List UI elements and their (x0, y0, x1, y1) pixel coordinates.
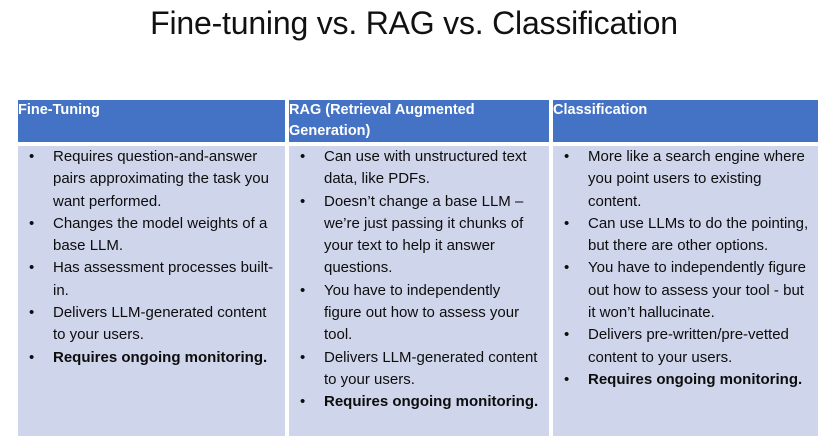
bullet-list-classification: • More like a search engine where you po… (553, 146, 818, 391)
list-item: • Requires ongoing monitoring. (18, 347, 285, 369)
bullet-dot-icon: • (29, 214, 35, 232)
list-item-text: Delivers LLM-generated content to your u… (324, 348, 538, 388)
list-item-text: Requires question-and-answer pairs appro… (53, 148, 269, 210)
table-header-row: Fine-Tuning RAG (Retrieval Augmented Gen… (18, 100, 818, 142)
bullet-dot-icon: • (300, 393, 306, 411)
bullet-list-fine-tuning: • Requires question-and-answer pairs app… (18, 146, 285, 369)
column-body-fine-tuning: • Requires question-and-answer pairs app… (18, 146, 285, 436)
list-item: • Delivers pre-written/pre-vetted conten… (553, 324, 818, 369)
comparison-table: Fine-Tuning RAG (Retrieval Augmented Gen… (14, 96, 822, 440)
column-header-rag: RAG (Retrieval Augmented Generation) (289, 100, 549, 142)
list-item-text: You have to independently figure out how… (588, 259, 806, 322)
bullet-dot-icon: • (564, 214, 570, 232)
bullet-dot-icon: • (29, 304, 35, 322)
list-item-text: Delivers pre-written/pre-vetted content … (588, 326, 789, 366)
list-item: • Delivers LLM-generated content to your… (18, 302, 285, 347)
list-item: • Has assessment processes built-in. (18, 257, 285, 302)
list-item: • Doesn’t change a base LLM – we’re just… (289, 191, 549, 280)
column-header-fine-tuning: Fine-Tuning (18, 100, 285, 142)
list-item-text: Changes the model weights of a base LLM. (53, 214, 268, 255)
bullet-dot-icon: • (300, 192, 306, 210)
bullet-dot-icon: • (564, 259, 570, 277)
page-title: Fine-tuning vs. RAG vs. Classification (150, 5, 678, 41)
bullet-dot-icon: • (300, 281, 306, 299)
list-item-text: Doesn’t change a base LLM – we’re just p… (324, 192, 524, 277)
list-item-text: Requires ongoing monitoring. (588, 370, 803, 388)
column-body-classification: • More like a search engine where you po… (553, 146, 818, 436)
bullet-dot-icon: • (300, 348, 306, 366)
bullet-dot-icon: • (29, 148, 35, 165)
list-item: • Can use with unstructured text data, l… (289, 146, 549, 191)
list-item: • Delivers LLM-generated content to your… (289, 347, 549, 392)
list-item: • You have to independently figure out h… (553, 257, 818, 324)
bullet-dot-icon: • (564, 148, 570, 165)
column-header-classification: Classification (553, 100, 818, 142)
bullet-list-rag: • Can use with unstructured text data, l… (289, 146, 549, 414)
bullet-dot-icon: • (29, 259, 35, 277)
list-item: • More like a search engine where you po… (553, 146, 818, 213)
bullet-dot-icon: • (29, 348, 35, 366)
list-item: • Requires question-and-answer pairs app… (18, 146, 285, 213)
list-item: • You have to independently figure out h… (289, 280, 549, 347)
list-item-text: Can use LLMs to do the pointing, but the… (588, 214, 809, 255)
list-item-text: Requires ongoing monitoring. (53, 348, 268, 366)
list-item-text: More like a search engine where you poin… (588, 148, 805, 210)
list-item: • Can use LLMs to do the pointing, but t… (553, 213, 818, 258)
list-item-text: You have to independently figure out how… (324, 281, 520, 344)
list-item: • Requires ongoing monitoring. (553, 369, 818, 391)
list-item-text: Can use with unstructured text data, lik… (324, 148, 527, 188)
bullet-dot-icon: • (300, 148, 306, 165)
list-item: • Requires ongoing monitoring. (289, 391, 549, 413)
list-item: • Changes the model weights of a base LL… (18, 213, 285, 258)
list-item-text: Delivers LLM-generated content to your u… (53, 304, 267, 344)
table-body-row: • Requires question-and-answer pairs app… (18, 146, 818, 436)
bullet-dot-icon: • (564, 370, 570, 388)
list-item-text: Requires ongoing monitoring. (324, 393, 539, 411)
column-body-rag: • Can use with unstructured text data, l… (289, 146, 549, 436)
bullet-dot-icon: • (564, 326, 570, 344)
list-item-text: Has assessment processes built-in. (53, 259, 274, 299)
